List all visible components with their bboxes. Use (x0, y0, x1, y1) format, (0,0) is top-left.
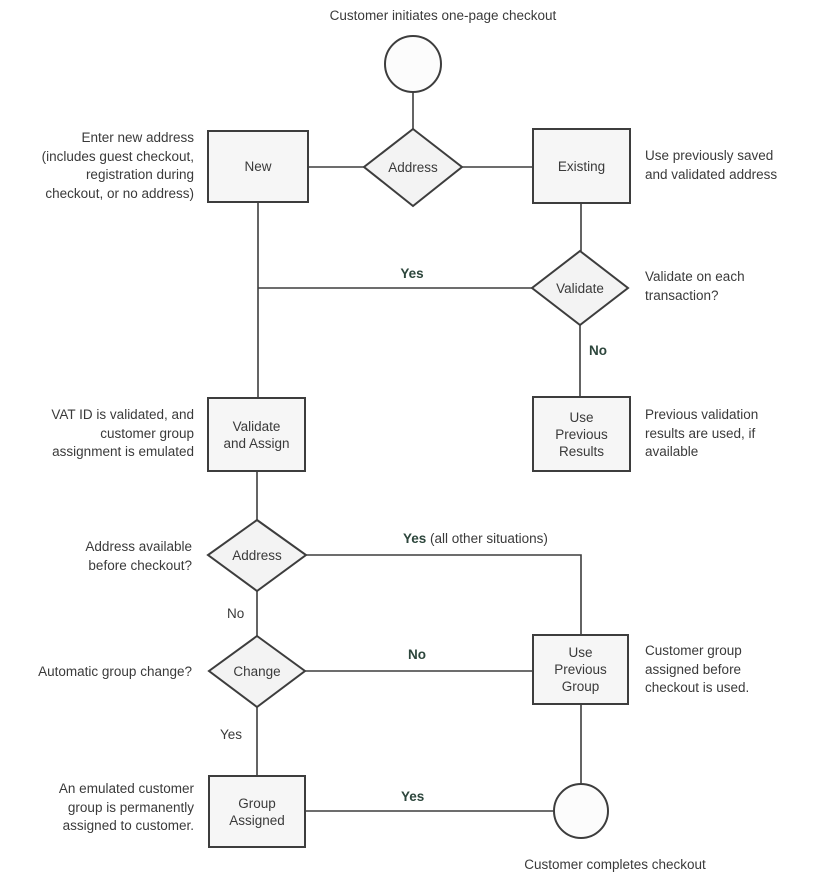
decision-address1-diamond (362, 127, 464, 208)
decision-address2-diamond (206, 518, 308, 593)
edge-label-validate-no-text: No (589, 343, 607, 358)
note-existing: Use previously saved and validated addre… (645, 148, 778, 182)
edge-label-address2-yes-text: Yes (403, 531, 427, 546)
edge-address2-yes-branch (306, 554, 582, 635)
decision-change-diamond (207, 634, 307, 709)
node-use-previous-group-box (532, 634, 629, 705)
edge-label-validate-yes-text: Yes (400, 266, 424, 281)
connector-lines (256, 92, 582, 812)
node-new-box (207, 130, 309, 203)
node-use-previous-results-box (532, 396, 631, 472)
start-circle (384, 35, 442, 93)
note-new: Enter new address (includes guest checko… (41, 130, 194, 201)
edge-label-validate-yes: Yes (386, 266, 438, 281)
note-change: Automatic group change? (38, 664, 192, 679)
edge-label-address2-yes-note: (all other situations) (430, 531, 548, 546)
note-address2: Address available before checkout? (85, 539, 192, 573)
note-previous-group: Customer group assigned before checkout … (645, 643, 750, 696)
node-existing-box (532, 128, 631, 204)
edge-label-address2-yes: Yes (all other situations) (403, 531, 548, 546)
note-validate: Validate on each transaction? (645, 269, 745, 303)
top-caption: Customer initiates one-page checkout (329, 8, 557, 23)
note-previous-results: Previous validation results are used, if… (645, 407, 759, 460)
edge-label-change-yes: Yes (220, 727, 243, 742)
node-validate-assign-box (207, 397, 306, 472)
edge-label-group-assigned-yes: Yes (401, 789, 424, 804)
edge-label-validate-no: No (589, 343, 607, 358)
decision-validate-diamond (530, 249, 630, 327)
node-group-assigned-box (208, 775, 306, 848)
note-group-assigned: An emulated customer group is permanentl… (58, 781, 194, 834)
edge-label-change-no: No (408, 647, 426, 662)
edge-label-change-no-text: No (408, 647, 426, 662)
bottom-caption: Customer completes checkout (524, 857, 706, 872)
edge-label-address2-no: No (227, 606, 245, 621)
edge-label-group-assigned-yes-text: Yes (401, 789, 425, 804)
end-circle (553, 783, 609, 839)
note-vat: VAT ID is validated, and customer group … (51, 407, 194, 460)
